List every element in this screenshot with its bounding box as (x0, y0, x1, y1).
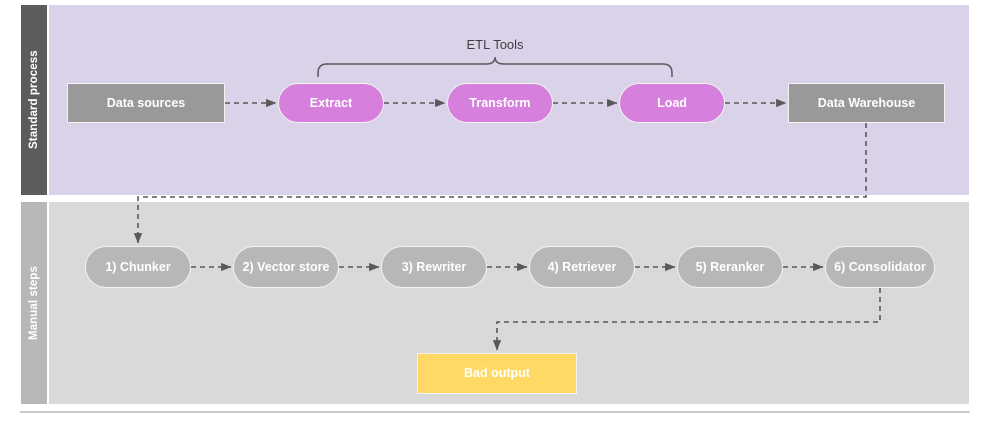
node-label-bad-output: Bad output (464, 366, 530, 381)
node-data-sources[interactable]: Data sources (67, 83, 225, 123)
node-label-vector-store: 2) Vector store (242, 259, 330, 274)
node-data-warehouse[interactable]: Data Warehouse (788, 83, 945, 123)
lane-header-manual-steps: Manual steps (20, 201, 48, 405)
node-rewriter[interactable]: 3) Rewriter (381, 246, 487, 288)
node-transform[interactable]: Transform (447, 83, 553, 123)
node-chunker[interactable]: 1) Chunker (85, 246, 191, 288)
node-label-load: Load (657, 95, 687, 110)
node-label-extract: Extract (309, 95, 353, 110)
node-retriever[interactable]: 4) Retriever (529, 246, 635, 288)
node-consolidator[interactable]: 6) Consolidator (825, 246, 935, 288)
node-load[interactable]: Load (619, 83, 725, 123)
node-bad-output[interactable]: Bad output (417, 353, 577, 394)
lane-label-standard-process: Standard process (28, 50, 40, 150)
lane-header-standard-process: Standard process (20, 4, 48, 196)
node-label-chunker: 1) Chunker (105, 259, 171, 274)
baseline-rule (20, 411, 970, 413)
node-label-reranker: 5) Reranker (695, 259, 765, 274)
etl-tools-bracket-label: ETL Tools (466, 37, 524, 52)
node-label-data-warehouse: Data Warehouse (817, 95, 916, 110)
node-label-transform: Transform (469, 95, 531, 110)
node-label-retriever: 4) Retriever (547, 259, 617, 274)
node-label-consolidator: 6) Consolidator (834, 259, 926, 274)
node-label-data-sources: Data sources (106, 95, 186, 110)
lane-label-manual-steps: Manual steps (28, 265, 40, 341)
node-vector-store[interactable]: 2) Vector store (233, 246, 339, 288)
node-label-rewriter: 3) Rewriter (401, 259, 467, 274)
node-extract[interactable]: Extract (278, 83, 384, 123)
node-reranker[interactable]: 5) Reranker (677, 246, 783, 288)
